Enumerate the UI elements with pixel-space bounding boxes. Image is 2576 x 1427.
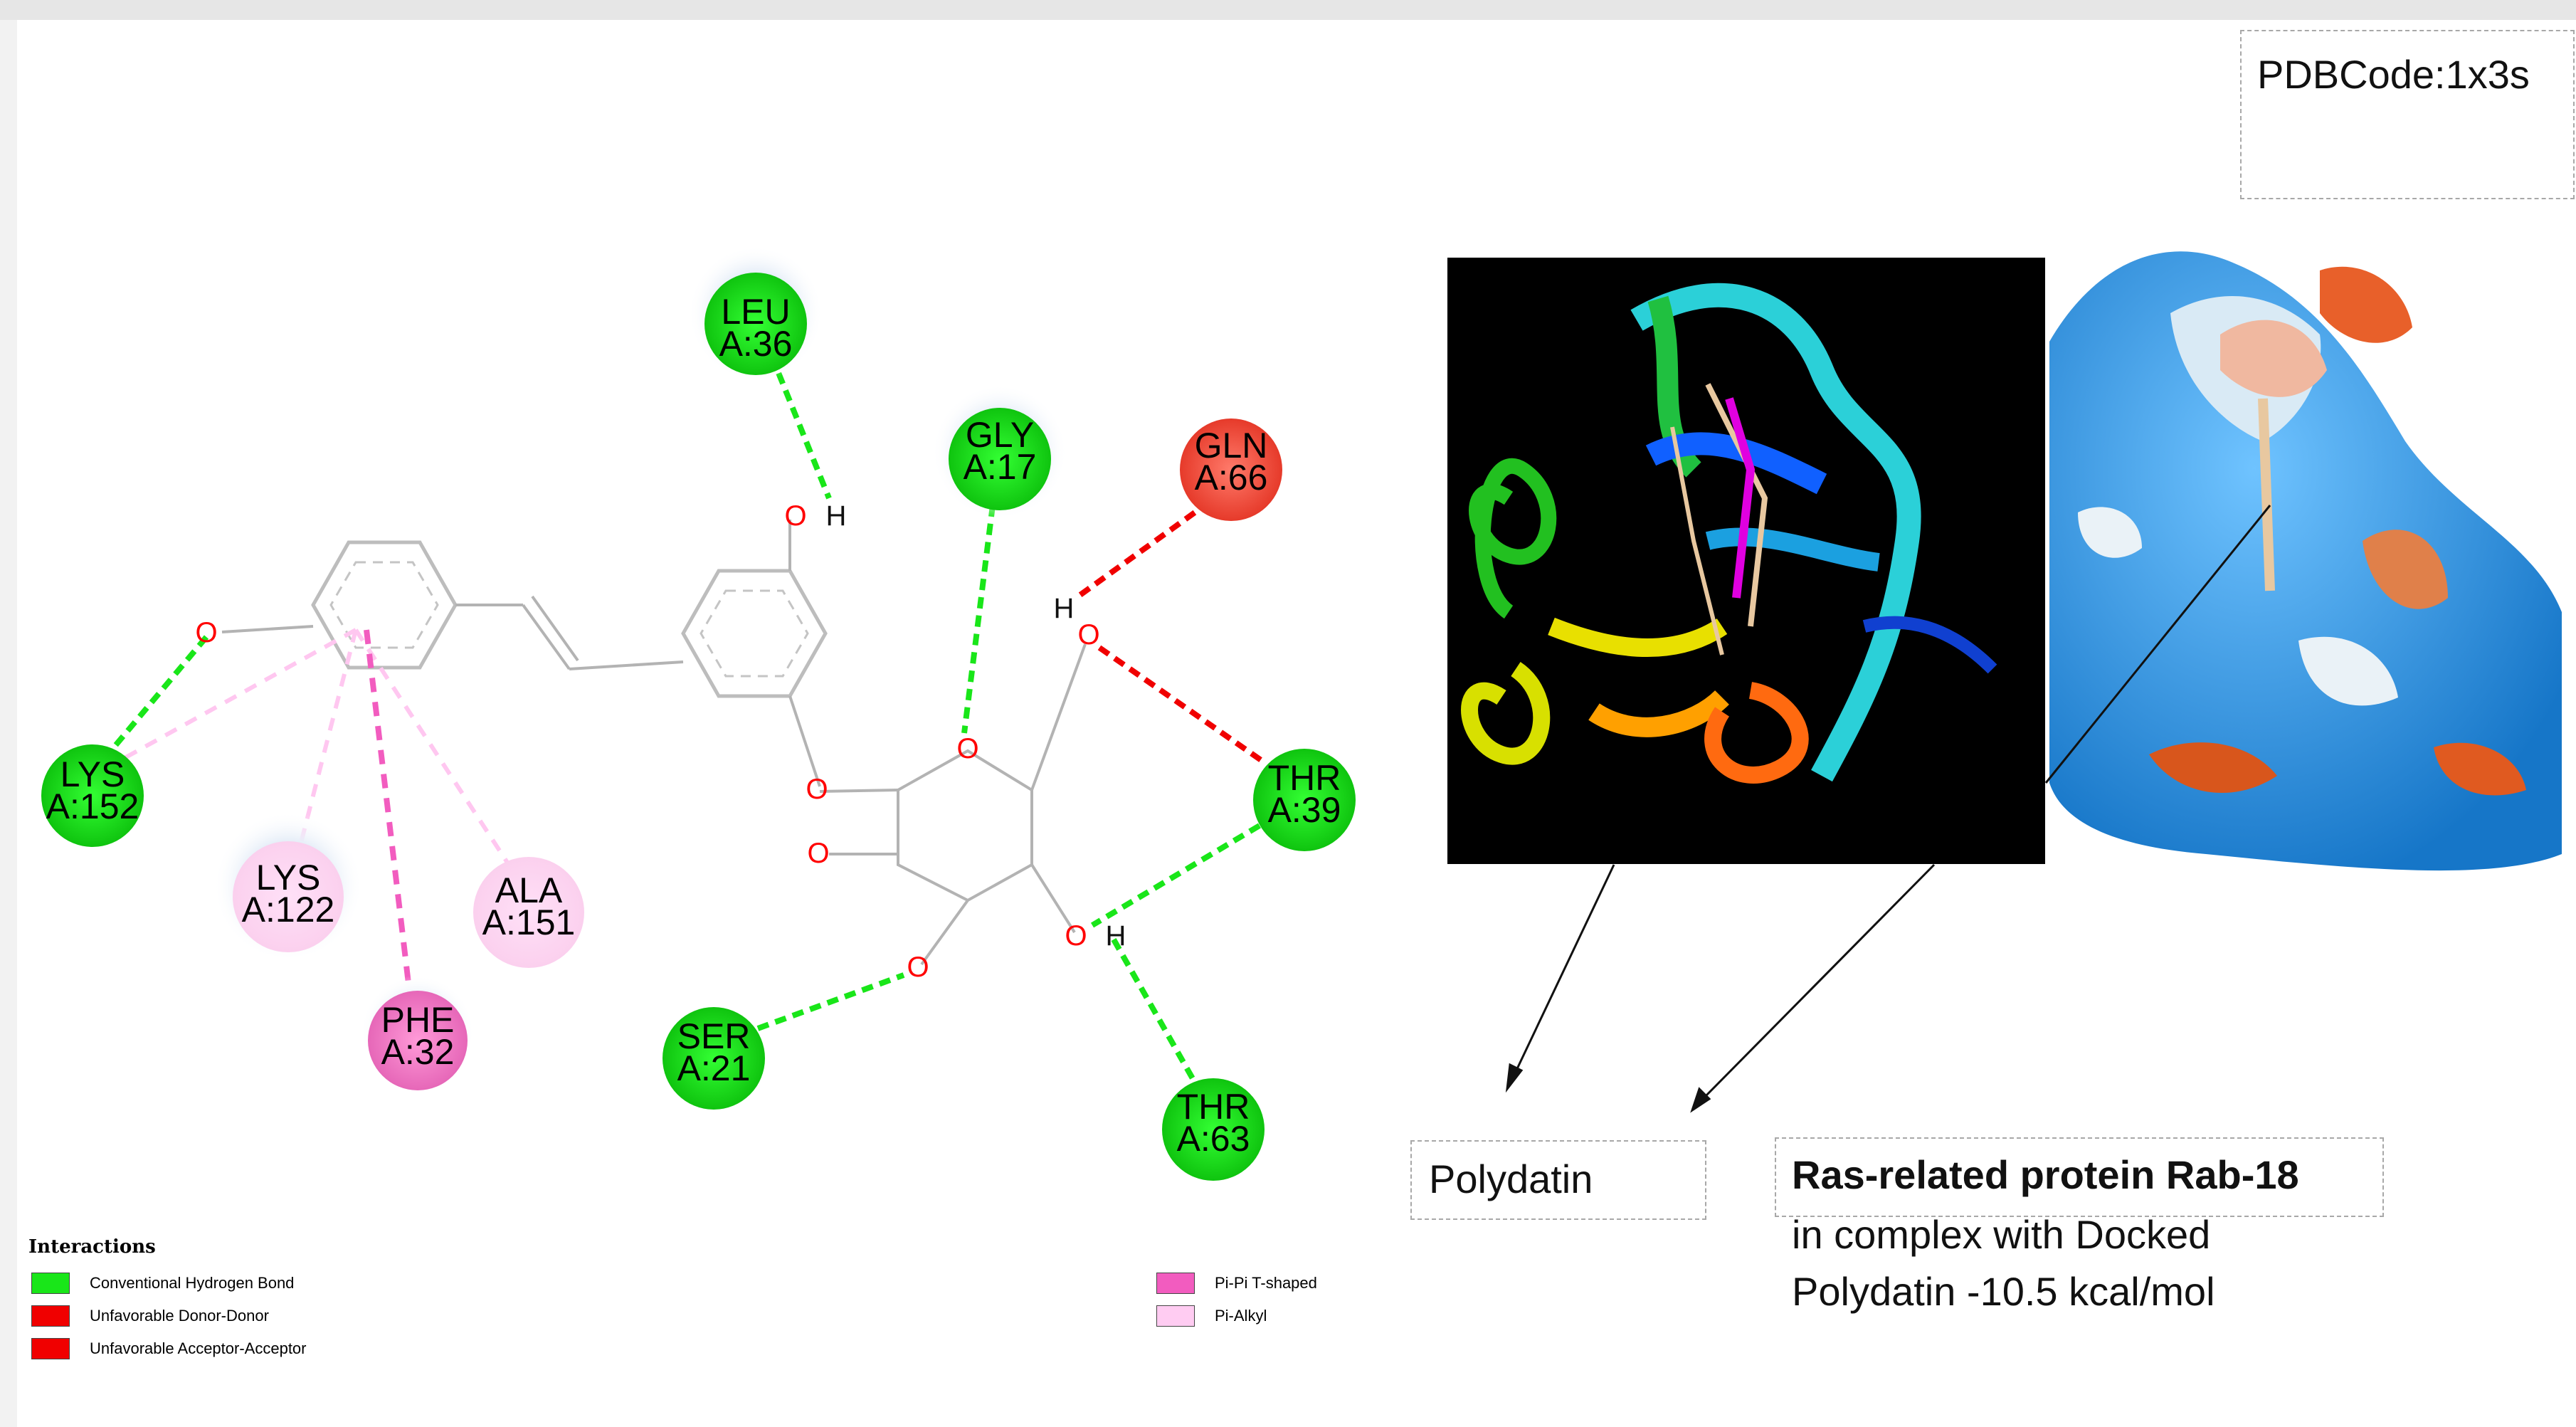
pdb-code-label: PDBCode:1x3s: [2257, 52, 2530, 97]
hydrogen-atom: H: [1054, 593, 1075, 624]
residue-gln-66: GLN A:66: [1180, 418, 1282, 521]
svg-text:THR: THR: [1177, 1087, 1250, 1127]
legend-swatch: [31, 1338, 70, 1359]
svg-text:A:66: A:66: [1195, 458, 1268, 497]
protein-caption-line3: Polydatin -10.5 kcal/mol: [1792, 1269, 2215, 1314]
legend-item-pi-alkyl: Pi-Alkyl: [1156, 1305, 1267, 1327]
legend-swatch: [1156, 1305, 1195, 1327]
legend-label: Pi-Alkyl: [1215, 1307, 1267, 1325]
window-top-bar: [0, 0, 2576, 20]
pi-alkyl-line: [293, 629, 358, 865]
legend-label: Pi-Pi T-shaped: [1215, 1274, 1317, 1292]
legend-item-pi-pi: Pi-Pi T-shaped: [1156, 1273, 1317, 1294]
hbond-line: [1090, 823, 1262, 928]
unfavorable-line: [1097, 645, 1265, 764]
residue-lys-122: LYS A:122: [213, 811, 363, 961]
right-ring-inner: [700, 589, 809, 678]
residue-ala-151: ALA A:151: [473, 857, 584, 968]
svg-text:LYS: LYS: [60, 754, 125, 794]
svg-text:GLY: GLY: [966, 415, 1034, 455]
legend-label: Unfavorable Acceptor-Acceptor: [90, 1339, 307, 1357]
legend-item-hbond: Conventional Hydrogen Bond: [31, 1273, 294, 1294]
left-ring-inner: [329, 561, 439, 649]
svg-text:A:21: A:21: [677, 1048, 751, 1088]
svg-text:A:39: A:39: [1268, 790, 1341, 830]
hbond-line: [961, 505, 996, 734]
glucose-ring: [897, 749, 1033, 902]
protein-ribbon-render: [1447, 258, 2045, 864]
svg-text:PHE: PHE: [381, 1000, 455, 1040]
pi-alkyl-line: [354, 628, 511, 866]
legend-swatch: [1156, 1273, 1195, 1294]
unfavorable-line: [1076, 499, 1212, 599]
legend-item-donor-donor: Unfavorable Donor-Donor: [31, 1305, 269, 1327]
window-left-edge: [0, 20, 17, 1427]
svg-text:A:32: A:32: [381, 1032, 455, 1072]
legend-title: Interactions: [28, 1236, 156, 1258]
svg-text:GLN: GLN: [1195, 426, 1268, 465]
svg-text:SER: SER: [677, 1016, 751, 1056]
residue-thr-63: THR A:63: [1162, 1078, 1265, 1181]
hydrogen-atom: H: [826, 500, 847, 532]
left-aromatic-ring: [311, 540, 458, 670]
svg-text:THR: THR: [1268, 758, 1341, 798]
residue-leu-36: LEU A:36: [688, 246, 823, 381]
svg-text:A:151: A:151: [482, 902, 576, 942]
hbond-line: [1111, 938, 1205, 1097]
oxygen-atom: O: [907, 952, 929, 983]
svg-text:A:36: A:36: [719, 324, 793, 364]
protein-caption-box: [1775, 1137, 2384, 1217]
svg-text:A:17: A:17: [964, 447, 1037, 487]
oxygen-atom: O: [1077, 619, 1099, 651]
hydrogen-atom: H: [1106, 920, 1126, 952]
residue-ser-21: SER A:21: [663, 1007, 765, 1110]
ligand-structure: [221, 520, 1087, 966]
residue-gly-17: GLY A:17: [932, 384, 1067, 520]
hbond-line: [111, 635, 209, 749]
interaction-lines: [104, 320, 1265, 1097]
pi-pi-line: [364, 629, 412, 990]
svg-text:A:122: A:122: [242, 890, 335, 930]
protein-caption-line2: in complex with Docked: [1792, 1212, 2211, 1257]
right-aromatic-ring: [681, 569, 828, 698]
protein-surface-render: [2049, 251, 2562, 871]
hbond-line: [755, 320, 832, 500]
svg-text:A:63: A:63: [1177, 1119, 1250, 1159]
residue-lys-152: LYS A:152: [41, 744, 144, 847]
ligand-caption-box: [1410, 1140, 1706, 1220]
callout-arrows: [1505, 505, 2271, 1113]
oxygen-atom: O: [807, 838, 829, 869]
pdb-code-box: [2240, 30, 2575, 199]
svg-text:ALA: ALA: [495, 870, 563, 910]
residue-thr-39: THR A:39: [1253, 749, 1356, 851]
svg-text:LYS: LYS: [256, 858, 321, 897]
oxygen-atom: O: [1065, 920, 1087, 952]
legend-item-acceptor-acceptor: Unfavorable Acceptor-Acceptor: [31, 1338, 307, 1359]
protein-caption-title: Ras-related protein Rab-18: [1792, 1152, 2299, 1197]
legend-label: Conventional Hydrogen Bond: [90, 1274, 295, 1292]
oxygen-atom: O: [195, 617, 217, 648]
ligand-caption: Polydatin: [1429, 1157, 1593, 1201]
oxygen-atom: O: [784, 500, 806, 532]
oxygen-atom: O: [806, 774, 828, 805]
svg-text:A:152: A:152: [46, 786, 139, 826]
svg-text:LEU: LEU: [721, 292, 790, 332]
residue-phe-32: PHE A:32: [361, 975, 475, 1090]
hbond-line: [756, 972, 905, 1031]
legend-label: Unfavorable Donor-Donor: [90, 1307, 269, 1325]
legend-swatch: [31, 1273, 70, 1294]
legend-swatch: [31, 1305, 70, 1327]
pi-alkyl-line: [104, 628, 357, 771]
oxygen-atom: O: [956, 733, 978, 764]
